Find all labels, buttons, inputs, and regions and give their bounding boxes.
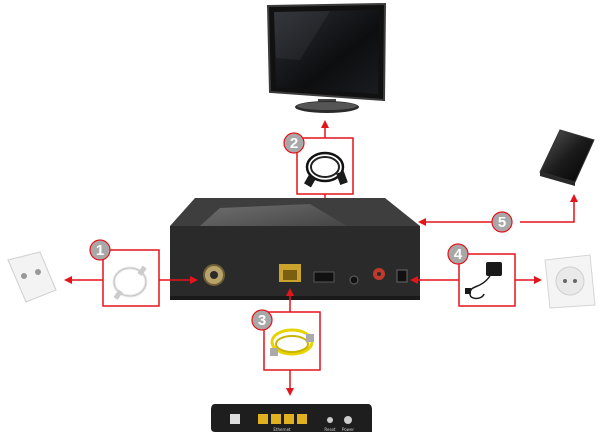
step-badge-3: 3	[251, 309, 273, 331]
power-adapter-icon	[465, 262, 502, 300]
ethernet-cable-highlight	[263, 311, 321, 371]
television-icon	[266, 2, 387, 113]
coax-cable-highlight	[102, 249, 160, 307]
step-number-3: 3	[258, 312, 266, 329]
router-power-label: Power	[342, 427, 354, 432]
router-icon: Ethernet Reset Power	[211, 404, 372, 432]
step-number-1: 1	[96, 242, 104, 259]
step-badge-4: 4	[447, 243, 469, 265]
external-hard-drive-icon	[539, 129, 595, 186]
arrow-to-hard-drive	[520, 194, 578, 223]
router-reset-label: Reset	[324, 427, 336, 432]
power-outlet-icon	[544, 254, 596, 309]
hdmi-cable-highlight	[296, 137, 354, 195]
step-number-5: 5	[498, 214, 506, 231]
antenna-wall-socket-icon	[7, 251, 57, 303]
step-badge-5: 5	[491, 211, 513, 233]
step-badge-1: 1	[89, 239, 111, 261]
step-number-4: 4	[454, 246, 463, 263]
coax-cable-icon	[112, 265, 148, 300]
hdmi-cable-icon	[304, 151, 348, 188]
step-number-2: 2	[290, 135, 298, 152]
set-top-box-icon	[170, 198, 420, 300]
ethernet-cable-icon	[270, 328, 314, 356]
router-ethernet-label: Ethernet	[273, 427, 291, 432]
step-badge-2: 2	[283, 132, 305, 154]
